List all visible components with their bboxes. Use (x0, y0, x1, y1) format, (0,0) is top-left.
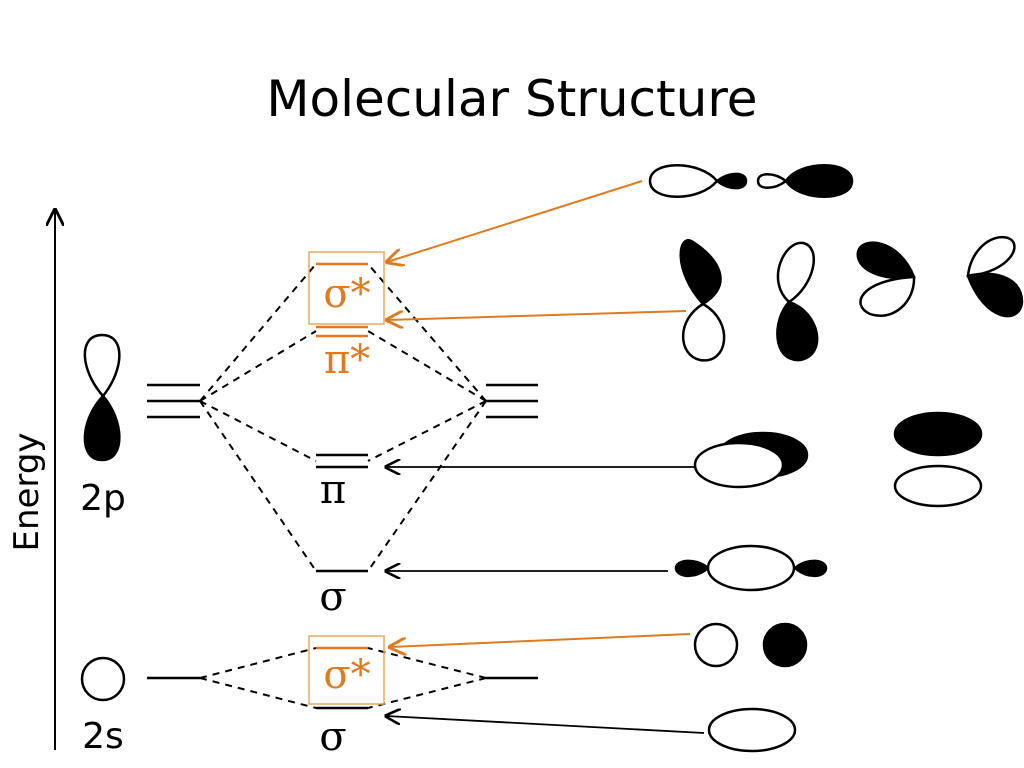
sigma-2p-label: σ (319, 574, 346, 620)
pi-star-2p-orbital-icon-3 (856, 241, 916, 317)
2p-label: 2p (80, 478, 126, 519)
sigma-star-2p-orbital-icon (648, 164, 854, 198)
pi-2p-orbital-icon-separated (893, 411, 983, 508)
sigma-star-2p-label: σ* (323, 271, 370, 317)
pi-star-2p-orbital-icon-2 (776, 241, 819, 362)
sigma-2p-orbital-icon (674, 544, 828, 592)
arrow-sigma-star-2p (387, 180, 643, 262)
pi-star-2p-orbital-icon-1 (679, 239, 726, 362)
pi-2p-label: π (320, 467, 346, 513)
2s-label: 2s (82, 716, 124, 757)
energy-axis-label: Energy (7, 432, 47, 551)
sigma-star-2s-highlight-box (308, 635, 385, 705)
correlation-lines (199, 263, 487, 709)
sigma-star-2p-highlight-box (308, 251, 385, 325)
2s-orbital-icon (80, 656, 126, 702)
pi-star-2p-orbital-icon-4 (966, 235, 1024, 318)
sigma-star-2s-orbital-icon-right (762, 622, 808, 668)
pi-2p-orbital-icon (693, 431, 809, 489)
left-2p-levels (147, 383, 200, 419)
sigma-star-2s-orbital-icon-left (693, 622, 739, 668)
arrow-sigma-2s (386, 716, 705, 734)
right-2p-levels (486, 383, 538, 419)
sigma-2s-label: σ (319, 714, 346, 760)
2p-orbital-icon (83, 333, 121, 462)
sigma-star-2s-label: σ* (323, 652, 370, 698)
arrow-pi-star-2p (387, 310, 687, 320)
pi-star-2p-label: π* (324, 337, 370, 383)
arrow-sigma-star-2s (390, 633, 691, 647)
sigma-2s-orbital-icon (707, 707, 797, 753)
slide-title: Molecular Structure (266, 70, 757, 128)
